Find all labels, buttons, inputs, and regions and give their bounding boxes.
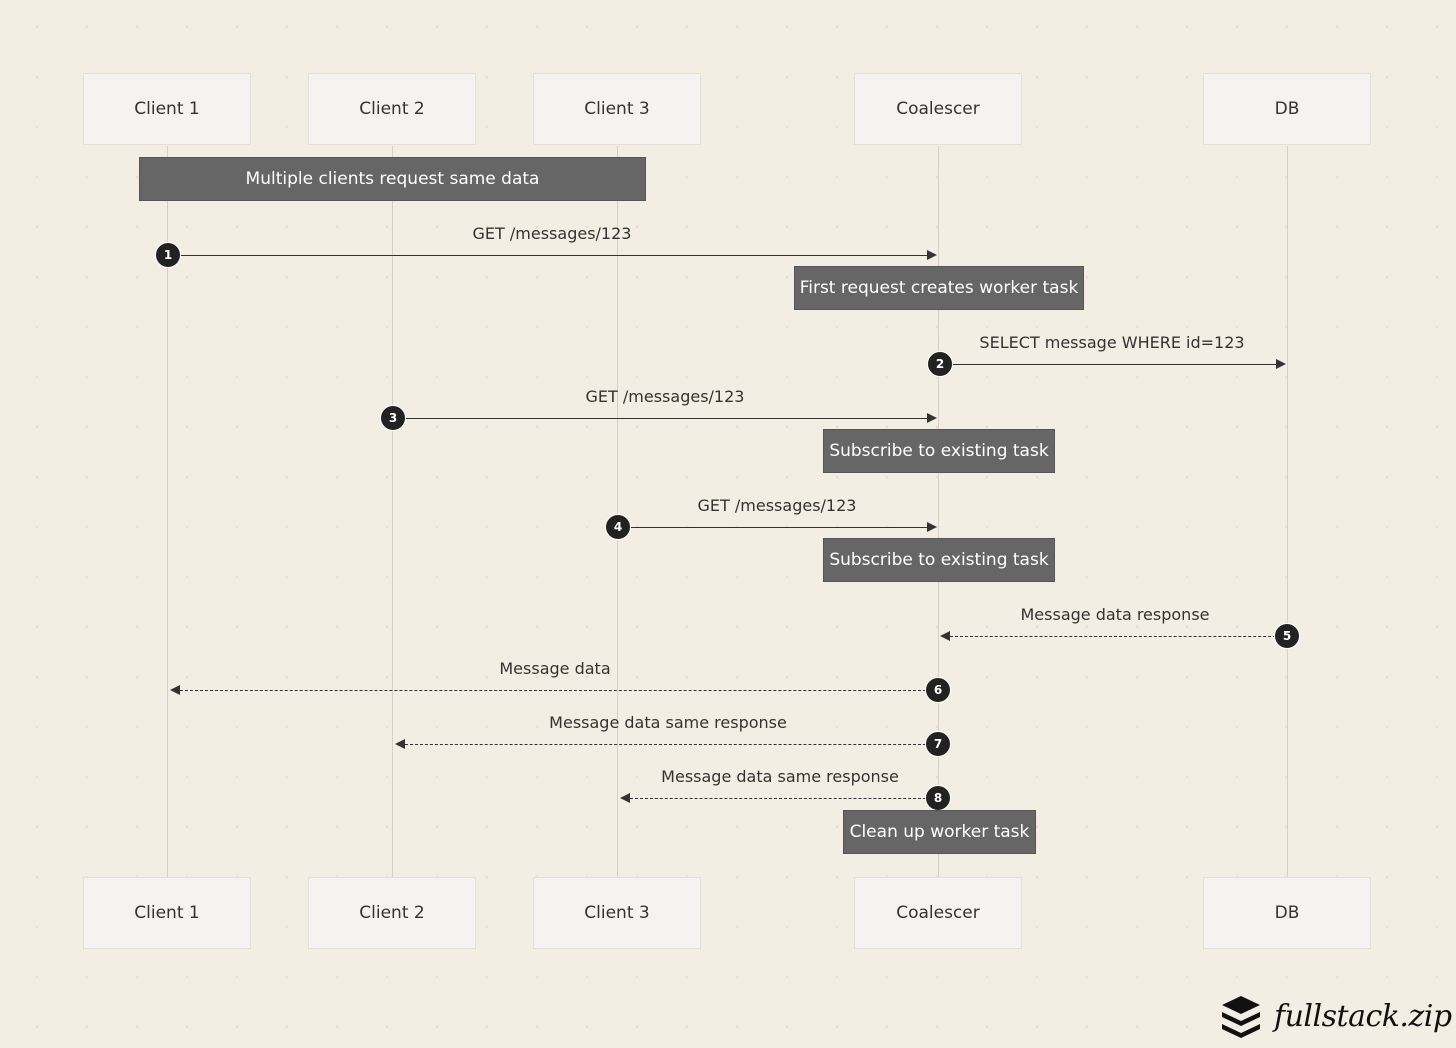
arrowhead-8 — [620, 793, 630, 803]
note-cleanup: Clean up worker task — [843, 810, 1036, 854]
arrowhead-2 — [1276, 359, 1286, 369]
actor-client-2-bottom: Client 2 — [308, 877, 476, 949]
step-badge-8: 8 — [925, 785, 951, 811]
lifeline-client-3 — [617, 146, 618, 877]
message-label-8: Message data same response — [661, 767, 899, 786]
lifeline-coalescer — [938, 146, 939, 877]
message-label-2: SELECT message WHERE id=123 — [979, 333, 1245, 352]
stacked-layers-icon — [1222, 996, 1260, 1038]
arrowhead-7 — [395, 739, 405, 749]
arrowhead-3 — [927, 413, 937, 423]
brand-logo: fullstack.zip — [1220, 994, 1452, 1038]
message-label-4: GET /messages/123 — [697, 496, 857, 515]
message-arrow-4 — [618, 527, 928, 528]
actor-client-1-top: Client 1 — [83, 73, 251, 145]
message-label-5: Message data response — [1020, 605, 1210, 624]
step-badge-1: 1 — [155, 242, 181, 268]
actor-db-top: DB — [1203, 73, 1371, 145]
message-arrow-1 — [168, 255, 928, 256]
note-subscribe-2: Subscribe to existing task — [823, 538, 1055, 582]
message-arrow-5 — [950, 636, 1286, 637]
step-badge-7: 7 — [925, 731, 951, 757]
lifeline-client-2 — [392, 146, 393, 877]
step-badge-6: 6 — [925, 677, 951, 703]
brand-logo-text: fullstack.zip — [1274, 998, 1452, 1034]
actor-client-2-top: Client 2 — [308, 73, 476, 145]
actor-coalescer-top: Coalescer — [854, 73, 1022, 145]
step-badge-3: 3 — [380, 405, 406, 431]
actor-client-1-bottom: Client 1 — [83, 877, 251, 949]
message-label-6: Message data — [499, 659, 611, 678]
message-arrow-8 — [630, 798, 936, 799]
note-multiple-clients: Multiple clients request same data — [139, 157, 646, 201]
arrowhead-5 — [940, 631, 950, 641]
step-badge-4: 4 — [605, 514, 631, 540]
step-badge-2: 2 — [927, 351, 953, 377]
actor-coalescer-bottom: Coalescer — [854, 877, 1022, 949]
lifeline-db — [1287, 146, 1288, 877]
step-badge-5: 5 — [1274, 623, 1300, 649]
message-arrow-7 — [405, 744, 936, 745]
note-first-request: First request creates worker task — [794, 266, 1084, 310]
message-arrow-3 — [393, 418, 928, 419]
arrowhead-1 — [927, 250, 937, 260]
message-label-7: Message data same response — [549, 713, 787, 732]
message-arrow-2 — [940, 364, 1276, 365]
lifeline-client-1 — [167, 146, 168, 877]
message-arrow-6 — [180, 690, 936, 691]
actor-db-bottom: DB — [1203, 877, 1371, 949]
message-label-3: GET /messages/123 — [585, 387, 745, 406]
arrowhead-6 — [170, 685, 180, 695]
actor-client-3-top: Client 3 — [533, 73, 701, 145]
actor-client-3-bottom: Client 3 — [533, 877, 701, 949]
arrowhead-4 — [927, 522, 937, 532]
note-subscribe-1: Subscribe to existing task — [823, 429, 1055, 473]
message-label-1: GET /messages/123 — [472, 224, 632, 243]
